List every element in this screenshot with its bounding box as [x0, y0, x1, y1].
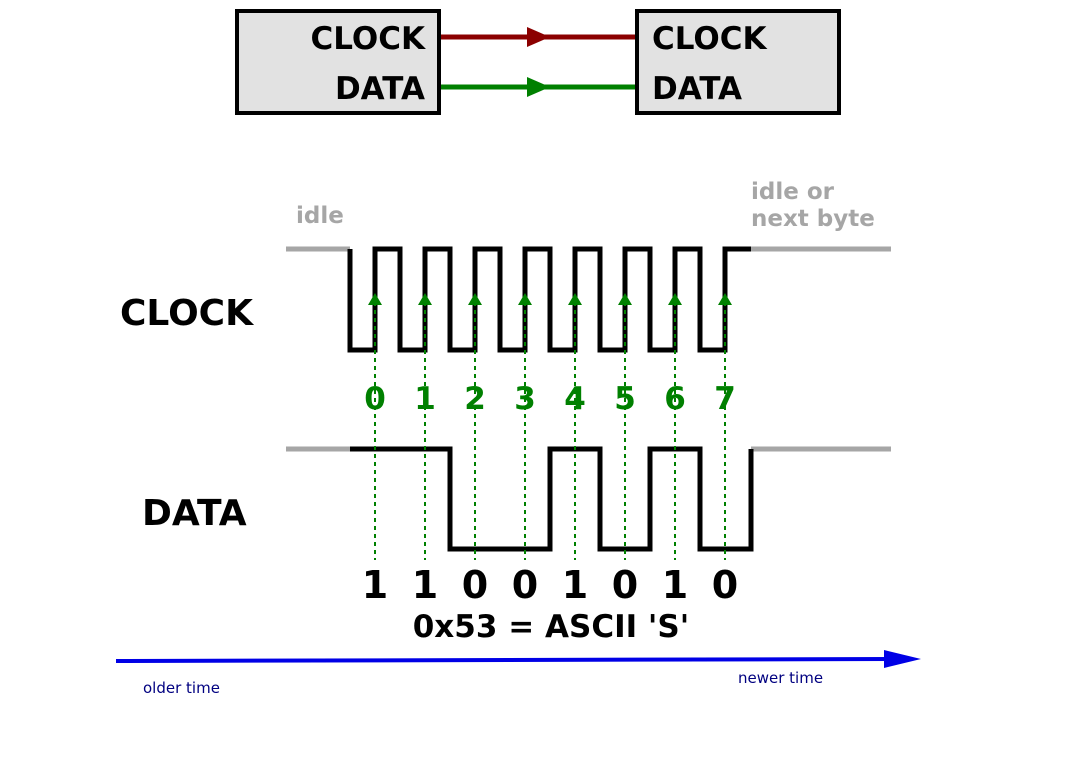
- rising-edge-arrow-icon: [418, 293, 432, 305]
- bit-index-labels: 0 1 2 3 4 5 6 7: [364, 381, 736, 417]
- device-block-diagram: CLOCK DATA CLOCK DATA: [235, 9, 841, 115]
- bit-value-labels: 1 1 0 0 1 0 1 0: [362, 563, 738, 607]
- bit-index: 0: [364, 381, 386, 417]
- rising-edge-arrow-icon: [718, 293, 732, 305]
- left-device-box: [235, 9, 441, 115]
- idle-label: idle: [296, 203, 344, 229]
- bit-index: 1: [414, 381, 436, 417]
- left-device-data-label: DATA: [335, 71, 425, 107]
- bit-value: 1: [562, 563, 588, 607]
- end-label-line1: idle or: [751, 179, 835, 205]
- time-arrow-head-icon: [884, 650, 921, 668]
- bit-value: 0: [512, 563, 538, 607]
- bit-value: 0: [712, 563, 738, 607]
- rising-edge-arrow-icon: [668, 293, 682, 305]
- right-device-clock-label: CLOCK: [652, 21, 768, 57]
- bit-index: 6: [664, 381, 686, 417]
- bit-value: 1: [362, 563, 388, 607]
- bit-value: 1: [662, 563, 688, 607]
- bit-index: 5: [614, 381, 636, 417]
- data-wire-arrow-icon: [527, 77, 550, 97]
- rising-edge-arrow-icon: [468, 293, 482, 305]
- newer-time-label: newer time: [738, 669, 823, 687]
- rising-edge-arrow-icon: [618, 293, 632, 305]
- clock-signal-label: CLOCK: [120, 293, 254, 334]
- bit-value: 0: [612, 563, 638, 607]
- older-time-label: older time: [143, 679, 220, 697]
- time-axis: older time newer time: [115, 650, 921, 697]
- bit-index: 2: [464, 381, 486, 417]
- bit-value: 1: [412, 563, 438, 607]
- clock-waveform: [347, 246, 751, 353]
- clock-wire-arrow-icon: [527, 27, 550, 47]
- bit-index: 4: [564, 381, 586, 417]
- right-device-data-label: DATA: [652, 71, 742, 107]
- end-label-line2: next byte: [751, 206, 875, 232]
- bit-value: 0: [462, 563, 488, 607]
- bit-index: 3: [514, 381, 536, 417]
- time-arrow-line: [115, 657, 891, 663]
- sampling-markers: [368, 293, 732, 560]
- data-waveform: [350, 446, 754, 552]
- bit-index: 7: [714, 381, 736, 417]
- right-device-box: [635, 9, 841, 115]
- rising-edge-arrow-icon: [368, 293, 382, 305]
- data-signal-label: DATA: [142, 493, 247, 534]
- rising-edge-arrow-icon: [518, 293, 532, 305]
- left-device-clock-label: CLOCK: [310, 21, 426, 57]
- byte-caption: 0x53 = ASCII 'S': [413, 609, 690, 645]
- rising-edge-arrow-icon: [568, 293, 582, 305]
